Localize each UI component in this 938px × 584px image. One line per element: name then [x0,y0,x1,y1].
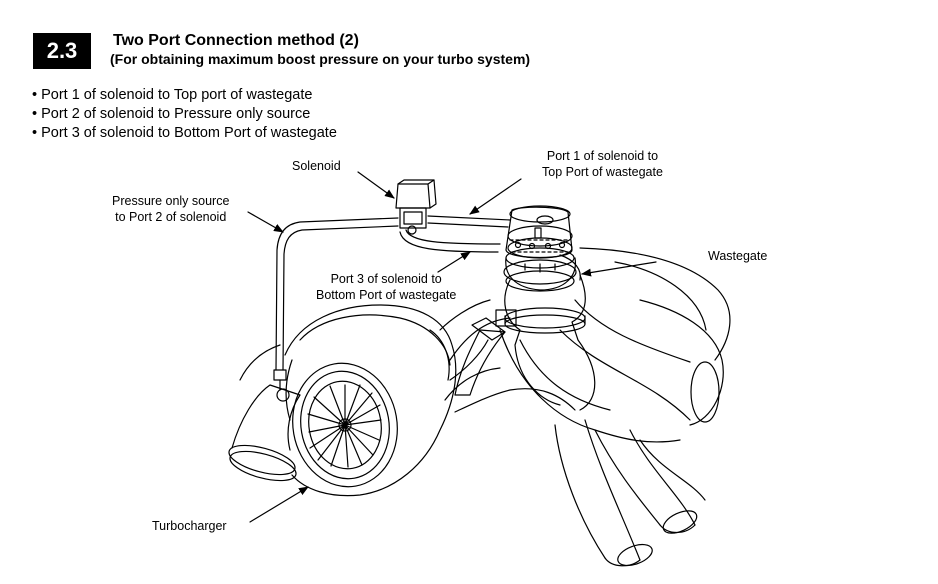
exhaust-manifold-drawing [444,247,731,567]
connection-step: Port 2 of solenoid to Pressure only sour… [32,105,337,124]
wastegate-arrow [581,261,657,277]
connection-step: Port 3 of solenoid to Bottom Port of was… [32,124,337,143]
turbocharger-arrow [249,486,309,523]
callout-arrows [247,171,657,523]
port1-arrow [469,178,522,215]
pressure-source-label: Pressure only source to Port 2 of soleno… [112,194,230,224]
port3-arrow [437,251,471,273]
solenoid-drawing [395,179,437,235]
port3-label: Port 3 of solenoid to Bottom Port of was… [316,272,457,302]
solenoid-label: Solenoid [292,159,341,173]
wastegate-label: Wastegate [708,249,768,263]
wastegate-pipe-drawing [454,274,596,411]
wastegate-drawing [503,205,581,292]
page-title: Two Port Connection method (2) [113,32,359,49]
vacuum-hose-drawing [273,215,511,402]
section-number-badge: 2.3 [33,33,91,69]
port1-label: Port 1 of solenoid to Top Port of wasteg… [542,149,663,179]
connection-step: Port 1 of solenoid to Top port of wasteg… [32,86,337,105]
turbocharger-label: Turbocharger [152,519,227,533]
compressor-wheel-drawing [307,384,382,468]
turbocharger-drawing [228,299,491,497]
connection-steps-list: Port 1 of solenoid to Top port of wasteg… [32,86,337,143]
page-subtitle: (For obtaining maximum boost pressure on… [110,51,531,67]
solenoid-arrow [357,171,395,199]
pressure-source-arrow [247,211,284,233]
